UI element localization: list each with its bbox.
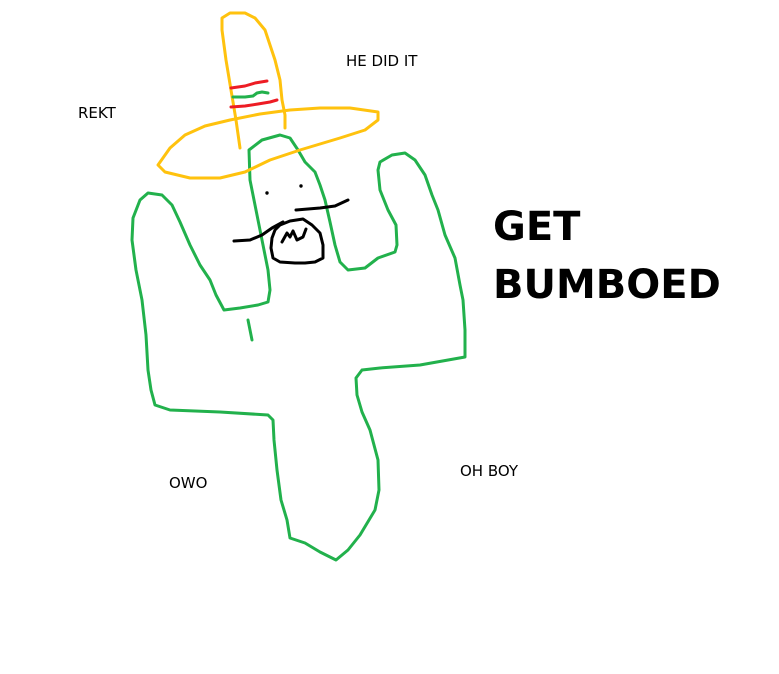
sombrero-crown <box>220 11 287 150</box>
cactus-outline <box>130 133 467 562</box>
get-label: GET <box>493 204 581 250</box>
mustache-drawing <box>232 198 350 243</box>
rekt-label: REKT <box>78 104 116 122</box>
sombrero-stripe-red-top <box>229 79 269 90</box>
mouth-drawing <box>269 217 325 265</box>
right-eye <box>299 184 303 188</box>
bumboed-label: BUMBOED <box>493 262 721 308</box>
oh-boy-label: OH BOY <box>460 462 519 480</box>
sombrero-brim <box>156 106 380 180</box>
he-did-it-label: HE DID IT <box>346 52 418 70</box>
sombrero-stripe-green <box>231 90 270 99</box>
owo-label: OWO <box>169 474 208 492</box>
left-eye <box>265 191 269 195</box>
sombrero-stripe-red-bottom <box>229 98 279 109</box>
